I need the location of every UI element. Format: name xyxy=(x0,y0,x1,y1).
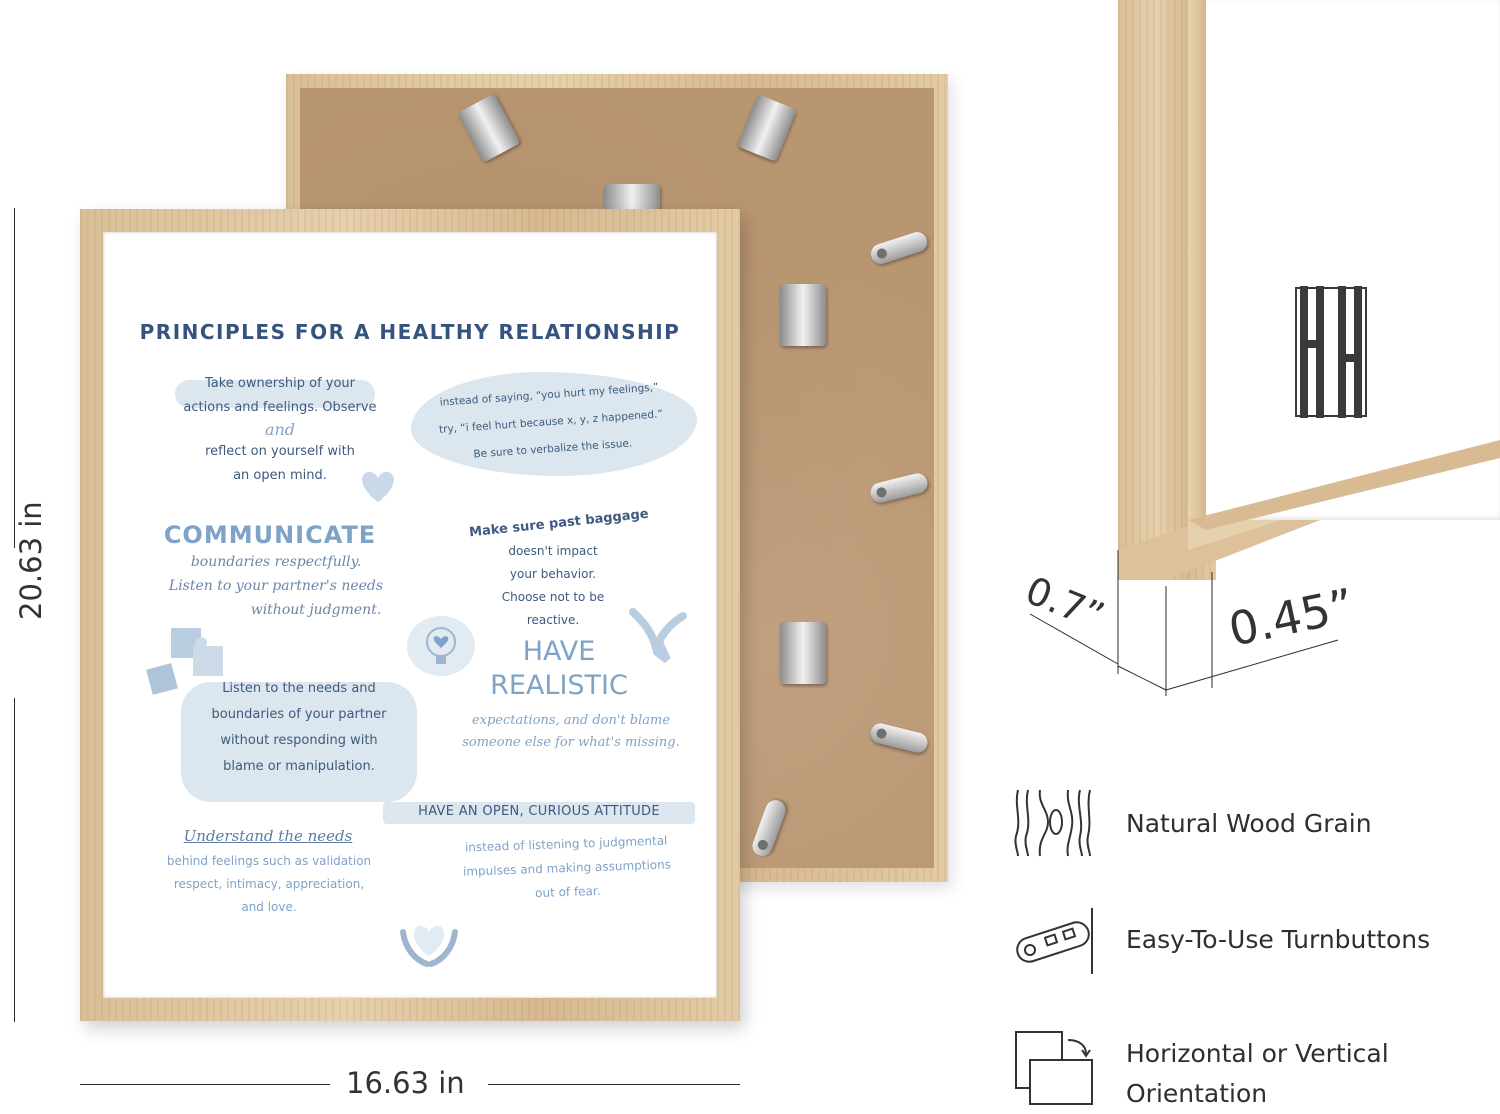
sawtooth-hanger xyxy=(604,184,660,220)
height-dimension-line-top xyxy=(14,208,15,548)
text-line: and xyxy=(264,420,296,439)
text-line: Listen to the needs and xyxy=(222,681,376,696)
frame-corner-face xyxy=(1188,0,1206,520)
brand-logo xyxy=(1295,286,1367,418)
text-line: expectations, and don't blame xyxy=(471,713,671,728)
text-line: without responding with xyxy=(220,733,378,748)
hanger-clip-top-right xyxy=(737,94,797,162)
text-line: blame or manipulation. xyxy=(223,759,375,774)
understand-text: behind feelings such as validation respe… xyxy=(147,850,391,919)
text-line: boundaries respectfully. xyxy=(190,554,362,570)
poster-title: PRINCIPLES FOR A HEALTHY RELATIONSHIP xyxy=(139,320,681,344)
text-line: Listen to your partner's needs xyxy=(168,578,384,594)
text-line: reflect on yourself with xyxy=(205,444,355,459)
hanger-clip-top-left xyxy=(457,93,521,163)
text-line: your behavior. xyxy=(509,567,597,581)
brush-stroke xyxy=(383,802,695,824)
ownership-text: Take ownership of your actions and feeli… xyxy=(165,372,395,488)
wood-grain-icon xyxy=(1014,789,1091,857)
text-line: behind feelings such as validation xyxy=(166,854,372,868)
heart-hands-icon xyxy=(400,925,458,967)
listen-text: Listen to the needs and boundaries of yo… xyxy=(177,676,421,780)
poster: PRINCIPLES FOR A HEALTHY RELATIONSHIP Ta… xyxy=(103,232,717,998)
text-line: actions and feelings. Observe xyxy=(183,400,377,415)
text-line: doesn't impact xyxy=(508,544,598,558)
turnbutton-icon xyxy=(1016,908,1093,974)
brush-stroke xyxy=(411,372,697,476)
text-line: an open mind. xyxy=(233,468,327,483)
open-attitude-text: instead of listening to judgmental impul… xyxy=(428,827,706,909)
feature-label-orientation: Horizontal or Vertical Orientation xyxy=(1126,1034,1389,1114)
text-line: reactive. xyxy=(526,613,580,627)
brush-stroke xyxy=(181,682,417,802)
communicate-text: boundaries respectfully. Listen to your … xyxy=(151,550,401,622)
turnbutton xyxy=(868,471,930,505)
brush-stroke xyxy=(175,380,375,408)
width-dimension-line-left xyxy=(80,1084,330,1085)
text-line: Take ownership of your xyxy=(204,376,356,391)
puzzle-pieces-icon xyxy=(146,628,223,695)
text-line: and love. xyxy=(241,900,297,914)
depth-dimension-lines xyxy=(1029,550,1339,696)
text-line: someone else for what's missing. xyxy=(462,735,680,750)
baggage-text: doesn't impact your behavior. Choose not… xyxy=(469,540,637,632)
feature-label-wood-grain: Natural Wood Grain xyxy=(1126,809,1372,838)
understand-heading: Understand the needs xyxy=(183,827,353,845)
realistic-heading-1: HAVE xyxy=(522,636,596,667)
lightbulb-icon xyxy=(407,616,475,676)
height-label: 20.63 in xyxy=(14,501,48,620)
frame-corner-glazing xyxy=(1188,0,1500,520)
height-dimension-line-bottom xyxy=(14,698,15,1022)
feature-label-orientation-line2: Orientation xyxy=(1126,1079,1268,1108)
text-line: respect, intimacy, appreciation, xyxy=(173,877,365,891)
turnbutton-mount-upper xyxy=(780,284,826,346)
turnbutton xyxy=(868,229,930,267)
turnbutton xyxy=(749,797,789,859)
width-label: 16.63 in xyxy=(346,1066,465,1100)
text-line: without judgment. xyxy=(250,602,382,618)
text-line: boundaries of your partner xyxy=(211,707,387,722)
communicate-heading: COMMUNICATE xyxy=(163,521,377,549)
feature-label-turnbuttons: Easy-To-Use Turnbuttons xyxy=(1126,925,1431,954)
front-frame: PRINCIPLES FOR A HEALTHY RELATIONSHIP Ta… xyxy=(80,209,740,1021)
feature-label-orientation-line1: Horizontal or Vertical xyxy=(1126,1039,1389,1068)
heart-icon xyxy=(362,471,394,502)
realistic-heading-2: REALISTIC xyxy=(490,670,628,701)
turnbutton xyxy=(868,721,930,755)
orientation-icon xyxy=(1015,1031,1093,1105)
realistic-text: expectations, and don't blame someone el… xyxy=(435,710,707,754)
text-line: Choose not to be xyxy=(501,590,605,604)
holding-hands-icon xyxy=(629,608,687,664)
turnbutton-mount-lower xyxy=(780,622,826,684)
open-attitude-heading: HAVE AN OPEN, CURIOUS ATTITUDE xyxy=(418,804,660,819)
frame-corner-face-bottom xyxy=(1188,440,1500,530)
width-dimension-line-right xyxy=(488,1084,740,1085)
